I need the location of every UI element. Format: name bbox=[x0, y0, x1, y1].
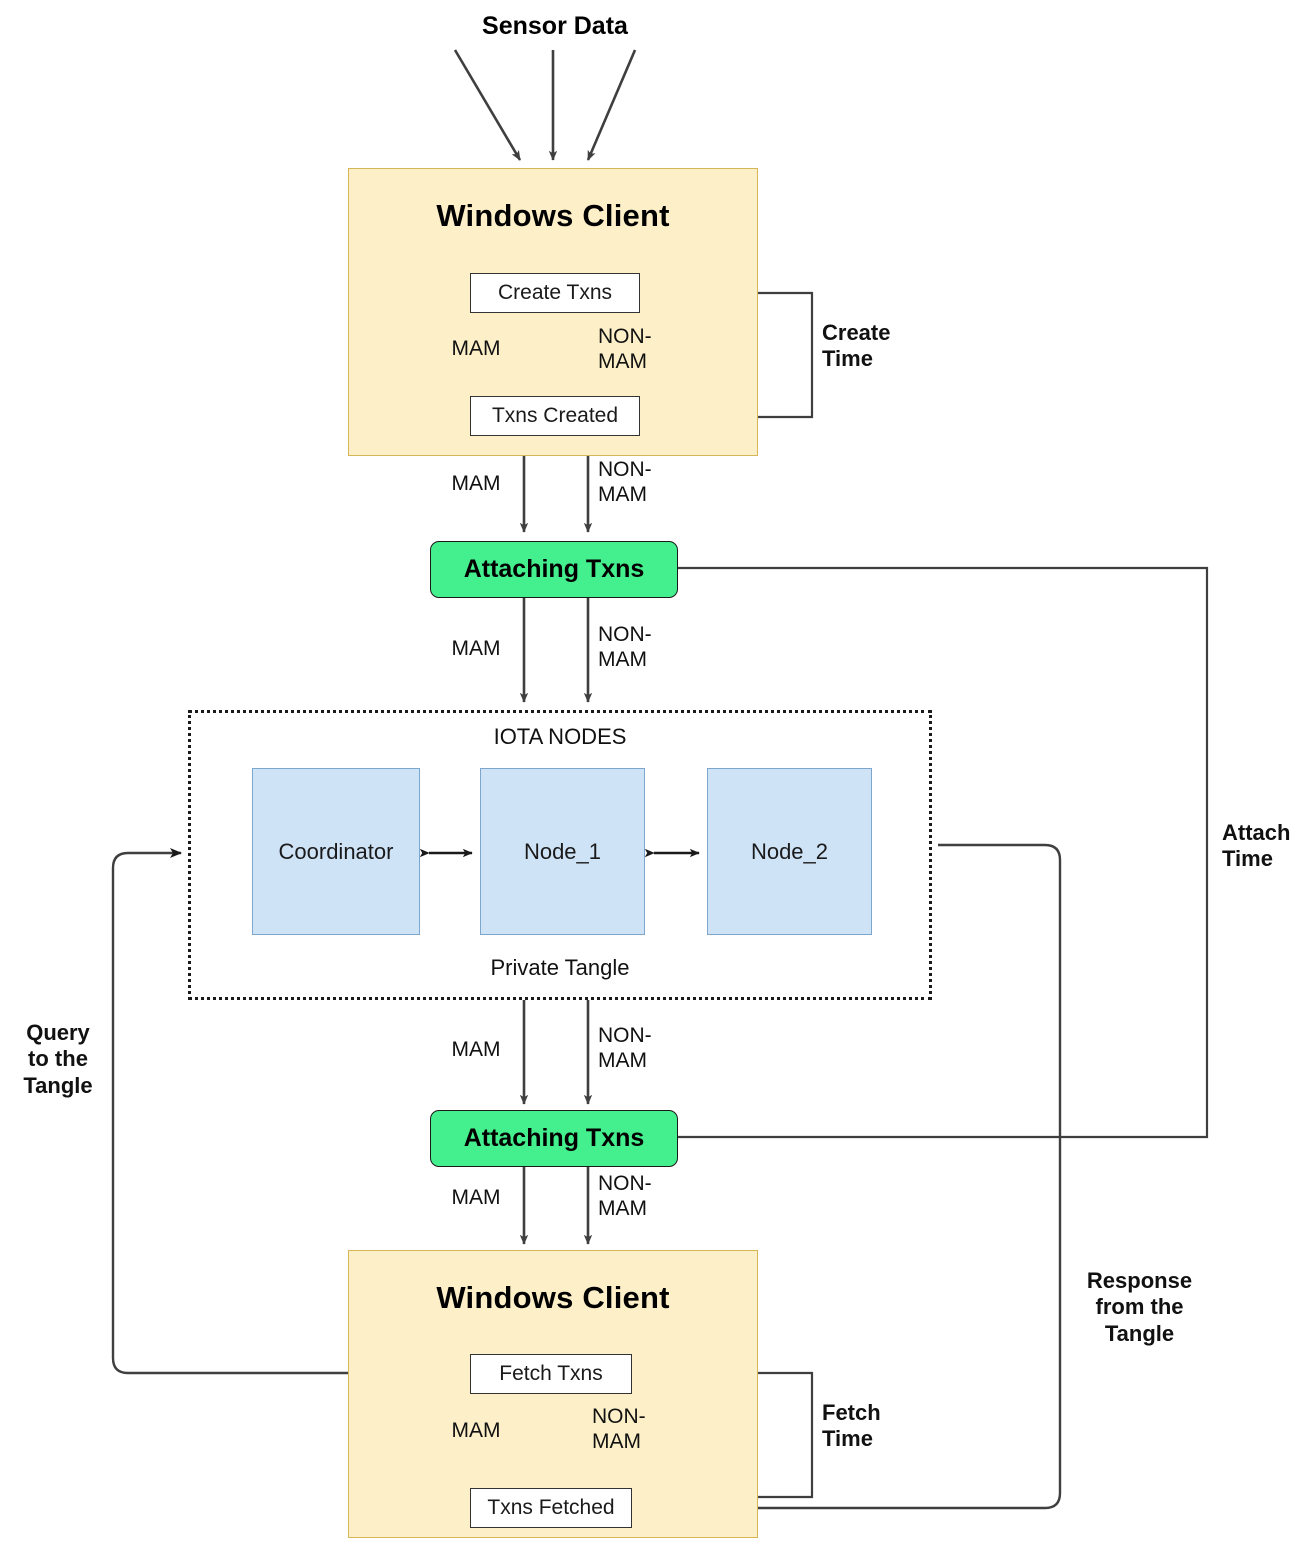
label-create-time: Create Time bbox=[822, 320, 891, 372]
create-txns-box[interactable]: Create Txns bbox=[470, 273, 640, 313]
sensor-data-label: Sensor Data bbox=[482, 12, 628, 40]
label-attach-nodes-non-mam: NON- MAM bbox=[598, 623, 652, 671]
label-fetch-mam: MAM bbox=[451, 1419, 501, 1442]
edge-sensor-left bbox=[453, 49, 522, 161]
fetch-txns-box[interactable]: Fetch Txns bbox=[470, 1354, 632, 1394]
label-fetch-non-mam: NON- MAM bbox=[592, 1405, 646, 1453]
label-attach-nodes-mam: MAM bbox=[451, 637, 501, 660]
private-tangle-footer: Private Tangle bbox=[490, 955, 630, 980]
node-node-1[interactable]: Node_1 bbox=[480, 768, 645, 935]
label-create-non-mam: NON- MAM bbox=[598, 325, 652, 373]
label-created-attach-mam: MAM bbox=[451, 472, 501, 495]
label-created-attach-non-mam: NON- MAM bbox=[598, 458, 652, 506]
windows-client-bottom-title: Windows Client bbox=[436, 1280, 670, 1315]
node-coordinator[interactable]: Coordinator bbox=[252, 768, 420, 935]
label-nodes-attach-non-mam: NON- MAM bbox=[598, 1024, 652, 1072]
txns-created-box[interactable]: Txns Created bbox=[470, 396, 640, 436]
attaching-txns-top[interactable]: Attaching Txns bbox=[430, 541, 678, 598]
label-create-mam: MAM bbox=[451, 337, 501, 360]
private-tangle-container bbox=[188, 710, 932, 1000]
edge-sensor-right bbox=[586, 49, 637, 161]
windows-client-top-title: Windows Client bbox=[436, 198, 670, 233]
label-attach-client-non-mam: NON- MAM bbox=[598, 1172, 652, 1220]
txns-fetched-box[interactable]: Txns Fetched bbox=[470, 1488, 632, 1528]
label-nodes-attach-mam: MAM bbox=[451, 1038, 501, 1061]
node-node-2[interactable]: Node_2 bbox=[707, 768, 872, 935]
iota-nodes-header: IOTA NODES bbox=[493, 724, 627, 749]
label-attach-client-mam: MAM bbox=[451, 1186, 501, 1209]
label-query-to-the-tangle: Query to the Tangle bbox=[23, 1020, 93, 1098]
label-attach-time: Attach Time bbox=[1222, 820, 1291, 872]
label-fetch-time: Fetch Time bbox=[822, 1400, 881, 1452]
attaching-txns-bottom[interactable]: Attaching Txns bbox=[430, 1110, 678, 1167]
label-response-from-the-tangle: Response from the Tangle bbox=[1086, 1268, 1193, 1346]
